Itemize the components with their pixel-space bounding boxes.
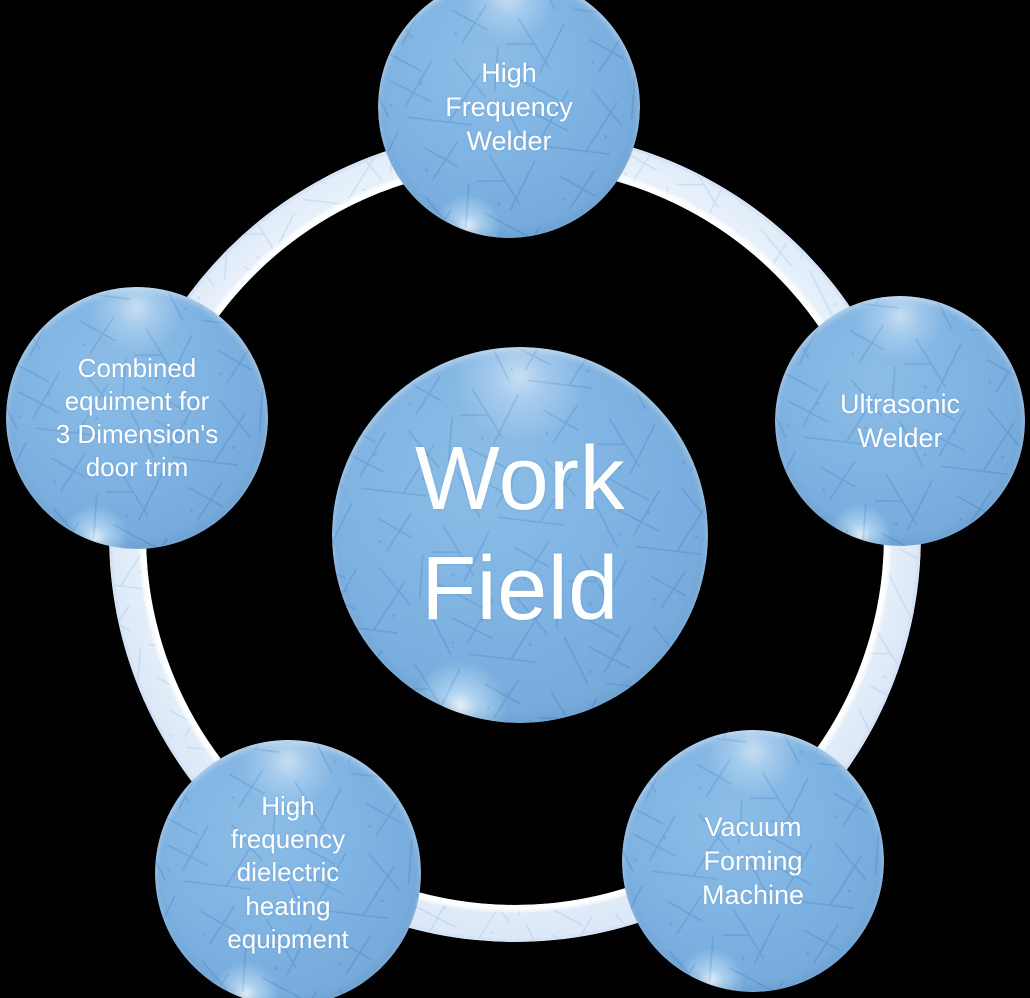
node-label-line-2: Frequency [445, 91, 573, 122]
node-label-line-1: Combined [77, 352, 197, 383]
center-node-label-line-1: Work [414, 429, 626, 530]
node-label-line-2: equiment for [64, 385, 210, 416]
node-combined-equiment-door-trim[interactable]: Combined equiment for 3 Dimension's door… [6, 287, 268, 549]
node-vacuum-forming-machine[interactable]: Vacuum Forming Machine [622, 730, 884, 992]
node-label-line-4: heating [245, 890, 331, 921]
node-ultrasonic-welder[interactable]: Ultrasonic Welder [775, 296, 1025, 546]
node-label: High frequency dielectric heating equipm… [219, 790, 356, 955]
node-high-frequency-dielectric-heating-equipment[interactable]: High frequency dielectric heating equipm… [155, 740, 421, 998]
bubble-texture [6, 287, 268, 549]
bubble-texture [378, 0, 640, 238]
bubble-texture [775, 296, 1025, 546]
node-label: High Frequency Welder [437, 56, 581, 159]
bubble-texture [155, 740, 421, 998]
center-node-work-field[interactable]: Work Field [332, 347, 708, 723]
bubble-texture [332, 347, 708, 723]
node-label-line-5: equipment [227, 923, 349, 954]
center-node-label: Work Field [407, 425, 633, 645]
center-node-label-line-2: Field [421, 539, 619, 639]
node-label-line-4: door trim [85, 452, 189, 483]
node-label-line-2: frequency [230, 824, 346, 855]
node-high-frequency-welder[interactable]: High Frequency Welder [378, 0, 640, 238]
node-label-line-1: Ultrasonic [839, 388, 961, 419]
node-label-line-3: 3 Dimension's [55, 419, 219, 449]
node-label-line-1: High [481, 57, 537, 88]
node-label-line-3: Welder [466, 126, 552, 157]
node-label-line-1: Vacuum [704, 811, 802, 842]
bubble-texture [622, 730, 884, 992]
node-label-line-3: Machine [701, 880, 805, 911]
node-label-line-2: Forming [703, 845, 803, 876]
node-label-line-3: dielectric [236, 857, 340, 888]
node-label-line-2: Welder [857, 423, 943, 453]
node-label: Ultrasonic Welder [832, 387, 968, 456]
node-label: Combined equiment for 3 Dimension's door… [48, 352, 226, 484]
node-label-line-1: High [261, 791, 315, 822]
node-label: Vacuum Forming Machine [694, 810, 812, 913]
